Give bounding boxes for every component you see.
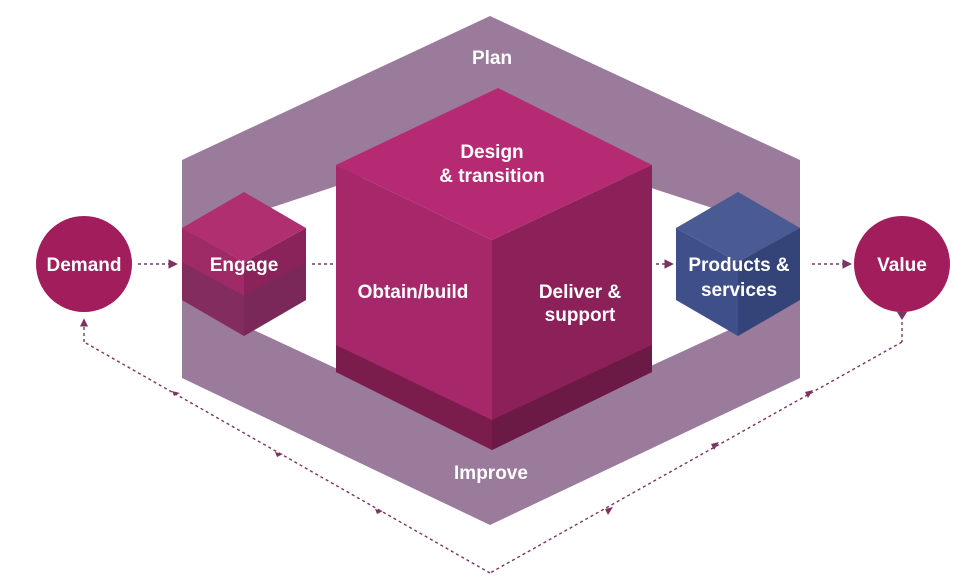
deliver-support-label-1: Deliver &: [539, 282, 622, 303]
value-circle: [854, 216, 950, 312]
products-cube: [676, 192, 800, 336]
demand-circle: [36, 216, 132, 312]
products-services-label-1: Products &: [688, 255, 790, 276]
central-cube: [336, 88, 652, 450]
deliver-support-label-2: support: [545, 305, 616, 326]
feedback-loop: [79, 316, 903, 574]
obtain-build-label: Obtain/build: [358, 282, 469, 303]
plan-label: Plan: [472, 48, 512, 69]
improve-label: Improve: [454, 463, 528, 484]
demand-label: Demand: [47, 255, 122, 276]
engage-cube: [182, 192, 306, 336]
feedback-arrowheads: [172, 312, 907, 515]
plan-improve-ring: [182, 16, 800, 525]
design-transition-label-1: Design: [460, 142, 523, 163]
engage-label: Engage: [210, 255, 279, 276]
value-label: Value: [877, 255, 927, 276]
design-transition-label-2: & transition: [439, 166, 545, 187]
products-services-label-2: services: [701, 280, 777, 301]
